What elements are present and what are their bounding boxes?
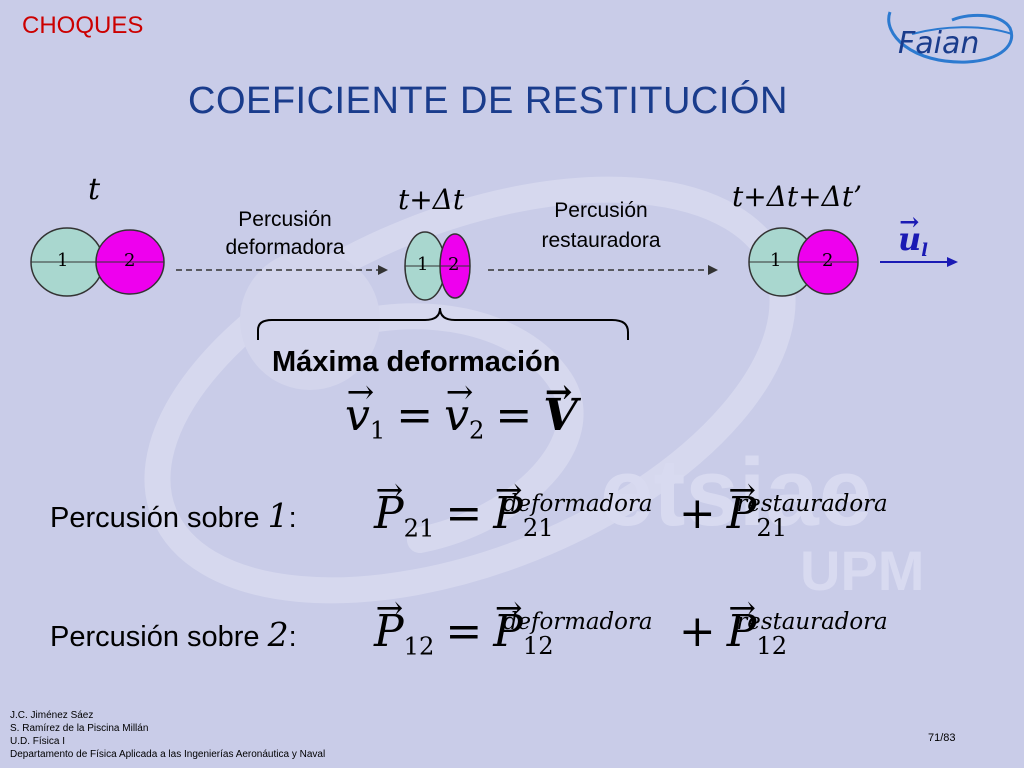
max-deformation-brace <box>257 307 629 340</box>
sphere-2-label-t1: 2 <box>448 254 460 275</box>
eq1-colon: : <box>288 502 297 534</box>
page-number: 71/83 <box>928 732 956 744</box>
velocity-v2-index: 2 <box>468 416 485 445</box>
sphere-2-label-t2: 2 <box>822 250 834 271</box>
eq1-Pdef-sup: deformadora <box>502 490 653 517</box>
time-label-t-dt-dt2: t+Δt+Δt’ <box>732 180 863 213</box>
collision-diagram <box>30 227 958 340</box>
eq2-P: P <box>374 588 404 657</box>
sphere-2-label-t0: 2 <box>124 250 136 271</box>
arrow-2-label-line1: Percusión <box>554 199 648 222</box>
arrow-2-label: Percusión restauradora <box>516 196 686 256</box>
arrow-2-label-line2: restauradora <box>541 229 661 252</box>
eq2-colon: : <box>288 621 297 653</box>
eq2-label-text: Percusión sobre <box>50 621 268 653</box>
eq2-Pres-index: 12 <box>756 632 788 661</box>
unit-vector-sub: l <box>921 240 928 262</box>
unit-vector-label: ul <box>898 207 928 262</box>
eq2-Pdef: P <box>493 588 523 657</box>
section-label: CHOQUES <box>22 12 144 39</box>
time-label-t-dt: t+Δt <box>398 183 465 216</box>
sphere-1-label-t2: 1 <box>770 250 782 271</box>
page-title: COEFICIENTE DE RESTITUCIÓN <box>188 80 788 122</box>
eq2-Pres: P <box>727 588 757 657</box>
eq1-P-index: 21 <box>403 514 435 543</box>
eq1-formula: P21=P21deformadora+P21restauradora <box>374 470 888 543</box>
eq2-label: Percusión sobre 2: <box>50 615 297 654</box>
footer-authors: J.C. Jiménez Sáez S. Ramírez de la Pisci… <box>10 709 325 761</box>
eq1-P: P <box>374 470 404 539</box>
eq1-Pdef-index: 21 <box>522 514 554 543</box>
max-deformation-label: Máxima deformación <box>272 346 561 378</box>
sphere-1-label-t0: 1 <box>57 250 69 271</box>
eq2-Pres-sup: restauradora <box>736 608 888 635</box>
velocity-equation: v1=v2=V <box>345 372 577 445</box>
eq2-P-index: 12 <box>403 632 435 661</box>
velocity-V: V <box>543 372 577 441</box>
logo-swoosh-icon <box>887 11 1014 64</box>
arrow-1-label: Percusión deformadora <box>200 206 370 262</box>
eq2-label-body: 2 <box>267 615 289 654</box>
logo-text: Faian <box>898 26 980 61</box>
eq2-Pdef-index: 12 <box>522 632 554 661</box>
unit-vector-base: u <box>898 207 921 258</box>
arrow-1-label-line1: Percusión <box>238 208 332 231</box>
eq1-label-text: Percusión sobre <box>50 502 268 534</box>
eq1-label-body: 1 <box>267 496 289 535</box>
eq1-label: Percusión sobre 1: <box>50 496 297 535</box>
footer-author-2: S. Ramírez de la Piscina Millán <box>10 723 149 734</box>
sphere-1-label-t1: 1 <box>417 254 429 275</box>
velocity-v1-index: 1 <box>369 416 386 445</box>
eq1-Pres: P <box>727 470 757 539</box>
watermark-sub: UPM <box>800 539 924 602</box>
eq2-formula: P12=P12deformadora+P12restauradora <box>374 588 888 661</box>
footer-author-1: J.C. Jiménez Sáez <box>10 710 94 721</box>
velocity-v1: v <box>345 372 374 441</box>
footer-unit: U.D. Física I <box>10 736 66 747</box>
eq1-Pres-index: 21 <box>756 514 788 543</box>
velocity-v2: v <box>444 372 473 441</box>
time-label-t: t <box>88 172 101 207</box>
arrow-1-label-line2: deformadora <box>225 236 345 259</box>
footer-department: Departamento de Física Aplicada a las In… <box>10 749 326 760</box>
eq1-Pdef: P <box>493 470 523 539</box>
eq1-Pres-sup: restauradora <box>736 490 888 517</box>
faian-logo: Faian <box>872 4 1022 84</box>
eq2-Pdef-sup: deformadora <box>502 608 653 635</box>
